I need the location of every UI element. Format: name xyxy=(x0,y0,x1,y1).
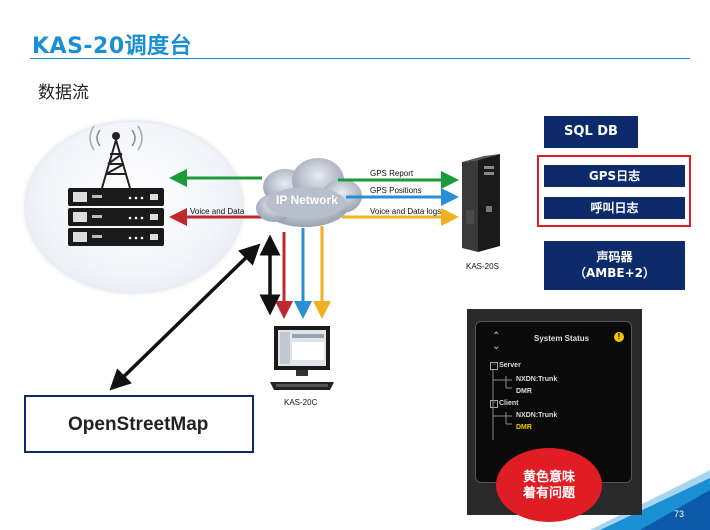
gps-log-box: GPS日志 xyxy=(544,165,685,187)
black-arrow-osm-cloud xyxy=(109,243,261,391)
call-log-box: 呼叫日志 xyxy=(544,197,685,219)
system-status-title: System Status xyxy=(534,334,590,343)
warning-callout-bubble: 黄色意味 着有问题 xyxy=(496,448,602,522)
voice-data-label-left: Voice and Data xyxy=(190,207,245,216)
log-highlight-frame xyxy=(537,155,691,227)
page-corner-decoration xyxy=(590,470,710,530)
server-collapse-toggle[interactable]: − xyxy=(490,362,498,370)
gps-report-label: GPS Report xyxy=(370,169,414,178)
ip-network-cloud-icon xyxy=(256,158,362,227)
radio-tower-icon xyxy=(89,125,143,189)
warning-icon: ! xyxy=(614,332,624,342)
tree-client-dmr-warning: DMR xyxy=(516,424,532,431)
client-label: KAS-20C xyxy=(284,398,318,407)
tree-lines xyxy=(492,370,512,440)
page-number: 73 xyxy=(674,509,685,519)
voice-data-logs-label: Voice and Data logs xyxy=(370,207,442,216)
collapse-chevron-icon[interactable]: ⌃⌄ xyxy=(492,331,501,352)
sql-db-box: SQL DB xyxy=(544,116,638,148)
cloud-label: IP Network xyxy=(276,193,338,207)
gps-positions-label: GPS Positions xyxy=(370,186,422,195)
client-computer-icon xyxy=(270,326,334,390)
page-title: KAS-20调度台 xyxy=(32,34,193,59)
server-label: KAS-20S xyxy=(466,262,499,271)
tree-server-nxdn: NXDN:Trunk xyxy=(516,376,558,383)
tree-client-nxdn: NXDN:Trunk xyxy=(516,412,558,419)
openstreetmap-label: OpenStreetMap xyxy=(68,414,209,435)
vocoder-line1: 声码器 xyxy=(596,250,633,264)
callout-line2: 着有问题 xyxy=(522,486,575,501)
client-collapse-toggle[interactable]: − xyxy=(490,400,498,408)
repeater-stack-icon xyxy=(68,188,164,246)
callout-line1: 黄色意味 xyxy=(522,470,575,485)
vocoder-line2: （AMBE+2） xyxy=(574,266,655,280)
tree-client: Client xyxy=(499,400,519,407)
vocoder-box: 声码器 （AMBE+2） xyxy=(544,241,685,290)
server-icon xyxy=(462,154,500,252)
tree-server-dmr: DMR xyxy=(516,388,532,395)
section-subtitle: 数据流 xyxy=(38,83,89,103)
tree-server: Server xyxy=(499,362,521,369)
openstreetmap-box: OpenStreetMap xyxy=(24,395,254,453)
title-divider xyxy=(30,58,690,59)
